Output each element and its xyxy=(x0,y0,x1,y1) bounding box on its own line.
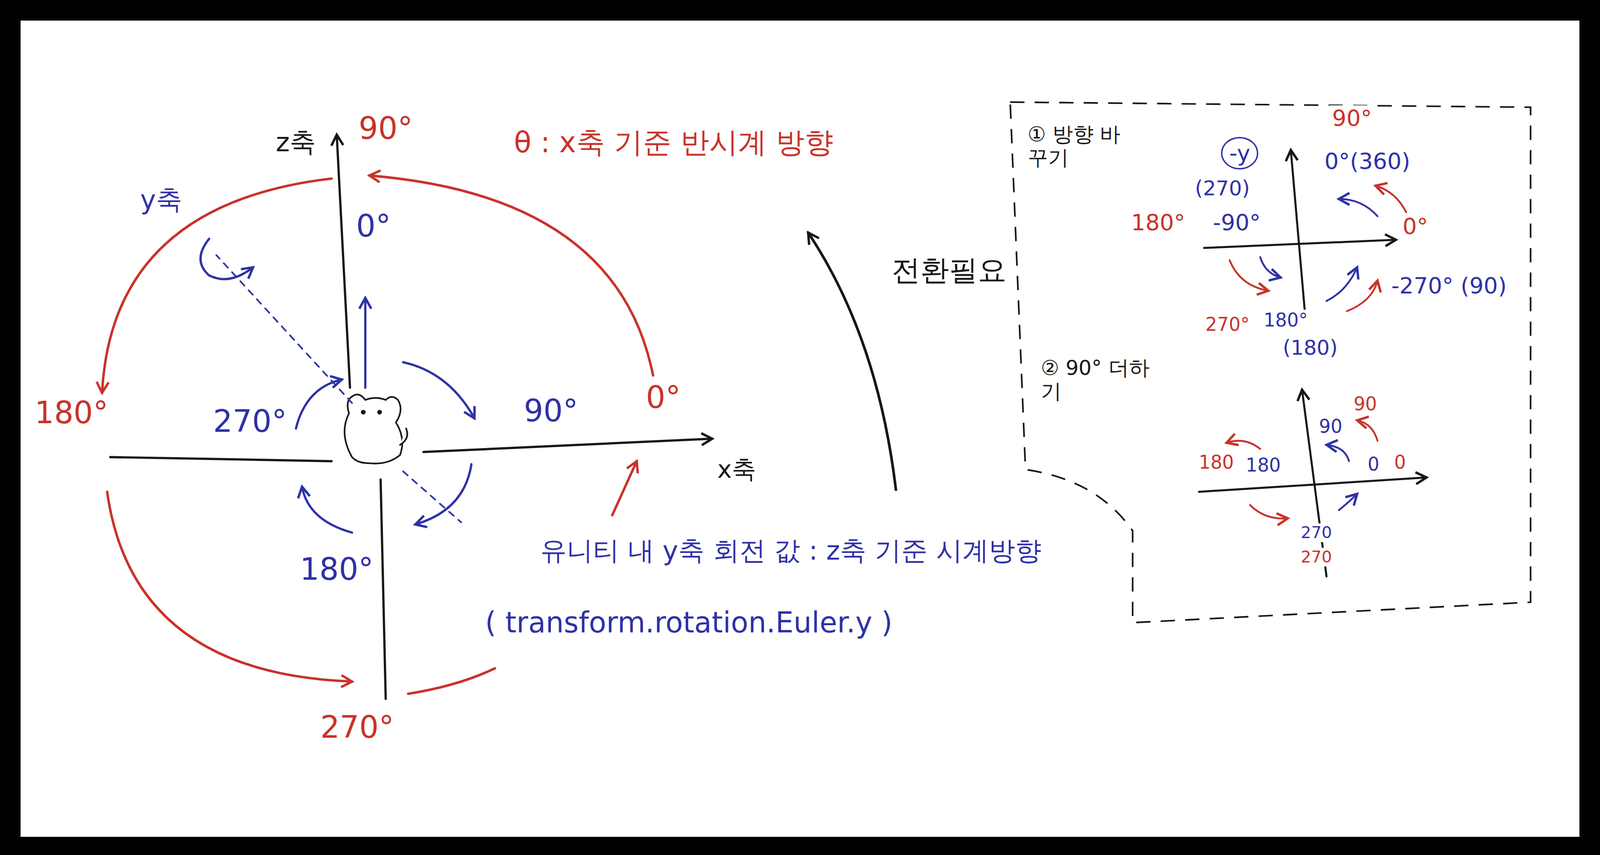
note-panel: ① 방향 바꾸기-y90°0°(360)(270)180°-90°0°-270°… xyxy=(1005,91,1541,628)
panel-label: 180 xyxy=(1196,451,1237,473)
annotation-label: 전환필요 xyxy=(888,254,1010,288)
annotation-label: 180° xyxy=(297,551,377,588)
annotation-label: 90° xyxy=(521,393,582,429)
panel-label: -270° (90) xyxy=(1388,272,1510,299)
panel-label: -90° xyxy=(1209,209,1264,236)
y-axis-dashed xyxy=(402,471,462,523)
panel-label: 0° xyxy=(1399,213,1431,240)
theta-arc xyxy=(101,178,332,393)
annotation-label: 0° xyxy=(642,380,684,416)
annotation-label: 270° xyxy=(210,403,290,440)
annotation-label: z축 xyxy=(272,127,319,159)
panel-rotation-arrow xyxy=(1338,199,1378,217)
annotation-label: θ : x축 기준 반시계 방향 xyxy=(511,126,837,160)
panel-rotation-arrow xyxy=(1250,504,1288,519)
panel-label: (270) xyxy=(1192,177,1254,201)
panel-axis xyxy=(1290,149,1307,327)
theta-arc xyxy=(408,668,495,694)
panel-axis xyxy=(1198,477,1427,492)
annotation-label: y축 xyxy=(137,184,186,216)
panel-rotation-arrow xyxy=(1260,257,1281,278)
panel-rotation-arrow xyxy=(1226,440,1261,449)
panel-axis xyxy=(1204,239,1397,248)
panel-rotation-arrow xyxy=(1375,185,1407,213)
panel-rotation-arrow xyxy=(1326,444,1350,461)
panel-label: -y xyxy=(1220,136,1259,170)
panel-label: 180° xyxy=(1128,209,1188,236)
panel-label: 270° xyxy=(1202,313,1253,336)
panel-label: 270 xyxy=(1297,547,1335,567)
panel-label: (180) xyxy=(1279,335,1341,360)
panel-label: 0 xyxy=(1364,453,1382,475)
panel-label: 0°(360) xyxy=(1321,148,1413,175)
rotation-arrow xyxy=(402,362,475,419)
rotation-arrow xyxy=(295,379,342,429)
x-axis xyxy=(110,457,332,462)
cat-figure xyxy=(344,394,408,464)
panel-rotation-arrow xyxy=(1326,267,1358,301)
panel-rotation-arrow xyxy=(1338,493,1357,511)
panel-label: 180° xyxy=(1260,309,1311,331)
z-axis xyxy=(336,134,351,388)
rotation-arrow xyxy=(415,464,472,525)
dashed-outline xyxy=(1010,101,1531,623)
annotation-label: 270° xyxy=(317,709,397,746)
panel-rotation-arrow xyxy=(1357,420,1378,441)
theta-arc xyxy=(612,460,637,515)
panel-label: 0 xyxy=(1391,451,1409,473)
rotation-arrow xyxy=(302,486,352,533)
conversion-arrow xyxy=(808,232,896,490)
annotation-label: 90° xyxy=(355,111,416,147)
panel-rotation-arrow xyxy=(1346,280,1378,312)
annotation-label: ( transform.rotation.Euler.y ) xyxy=(481,605,896,639)
annotation-label: 0° xyxy=(353,209,394,245)
panel-label: ① 방향 바꾸기 xyxy=(1024,122,1143,170)
panel-label: 270 xyxy=(1297,523,1335,542)
panel-label: 90° xyxy=(1329,105,1375,132)
panel-label: ② 90° 더하기 xyxy=(1038,356,1157,403)
annotation-label: x축 xyxy=(714,455,760,484)
annotation-label: 180° xyxy=(31,395,112,432)
facing-arrow xyxy=(364,297,367,388)
y-rotation-symbol xyxy=(200,238,254,280)
x-axis xyxy=(423,438,713,452)
theta-arc xyxy=(369,175,654,376)
panel-label: 90 xyxy=(1350,393,1380,415)
panel-label: 90 xyxy=(1316,415,1346,437)
annotation-label: 유니티 내 y축 회전 값 : z축 기준 시계방향 xyxy=(537,535,1045,567)
z-axis xyxy=(380,479,386,699)
panel-label: 180 xyxy=(1242,454,1284,476)
